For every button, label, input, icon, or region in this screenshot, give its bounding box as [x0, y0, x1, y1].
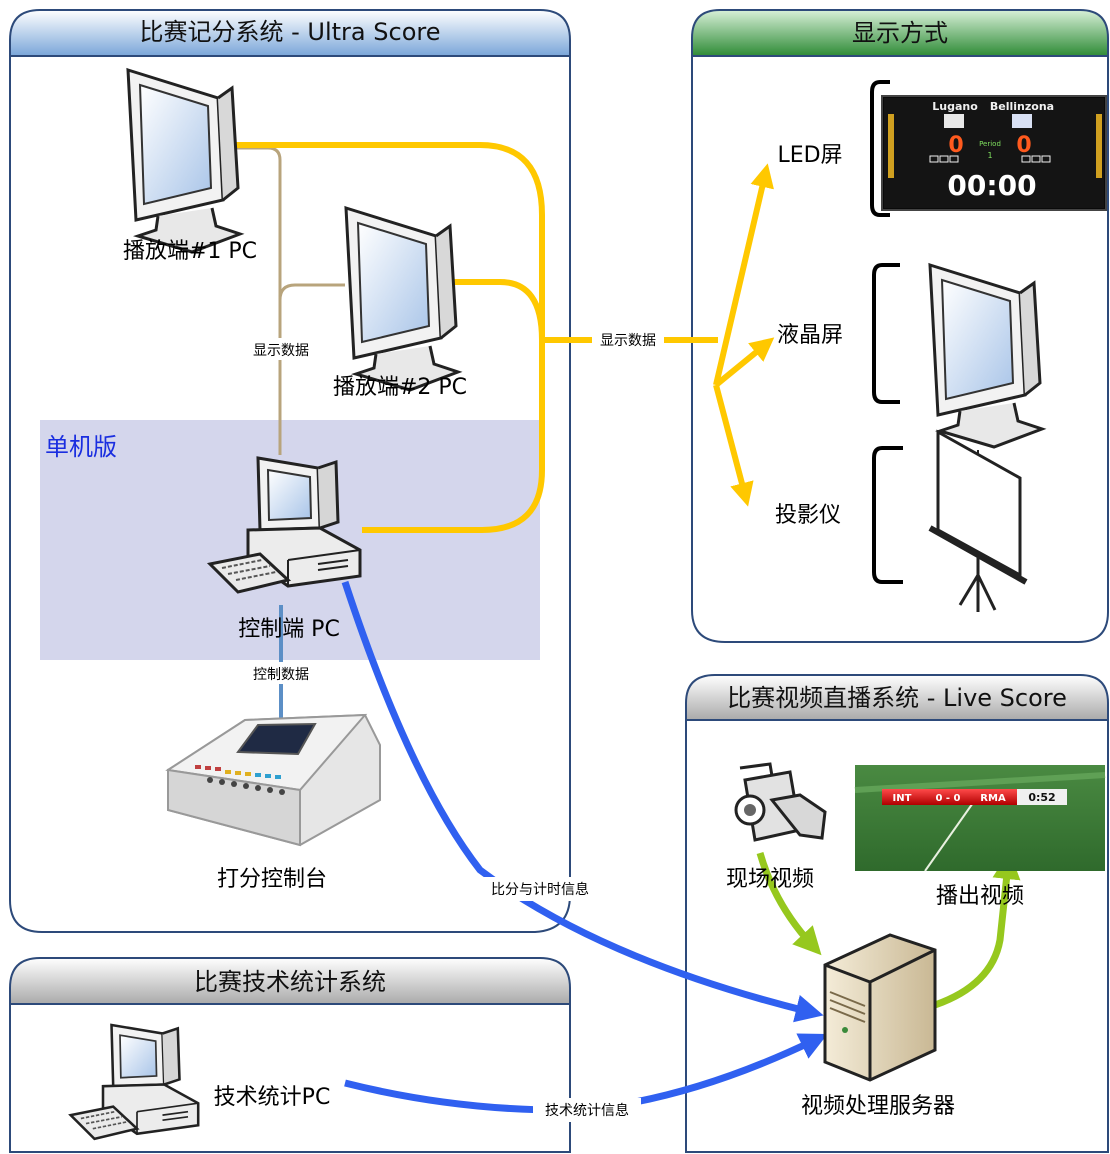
scoreboard-away-score: 0 [1016, 133, 1031, 158]
display-title: 显示方式 [852, 19, 948, 47]
control-data-line: 控制数据 [246, 605, 316, 718]
live-score-panel: 比赛视频直播系统 - Live Score [685, 674, 1109, 1153]
scoreboard-clock: 00:00 [947, 169, 1036, 202]
server-label: 视频处理服务器 [801, 1094, 955, 1119]
bug-away: RMA [980, 793, 1006, 804]
projector-screen-icon [928, 429, 1028, 612]
led-label: LED屏 [777, 143, 842, 168]
live-video-label: 现场视频 [726, 867, 814, 892]
scoreboard-away: Bellinzona [990, 100, 1054, 113]
led-scoreboard: Lugano Bellinzona 0 0 Period 1 00:00 [881, 95, 1107, 211]
broadcast-frame: INT 0 - 0 RMA 0:52 [854, 765, 1106, 872]
score-time-link: 比分与计时信息 [341, 580, 824, 1023]
scoreboard-period: 1 [987, 151, 992, 160]
edge-label-control-data: 控制数据 [253, 667, 309, 683]
output-video-label: 播出视频 [936, 884, 1024, 909]
projector-label: 投影仪 [775, 503, 841, 528]
scoreboard-home: Lugano [932, 100, 978, 113]
video-links [756, 851, 1021, 1009]
live-score-title: 比赛视频直播系统 - Live Score [727, 684, 1067, 712]
edge-label-stats-info: 技术统计信息 [545, 1102, 629, 1119]
player2-label: 播放端#2 PC [333, 375, 467, 400]
ultra-score-title: 比赛记分系统 - Ultra Score [140, 18, 441, 46]
stats-info-link: 技术统计信息 [344, 1033, 828, 1122]
edge-label-display-data-right: 显示数据 [600, 333, 656, 349]
bug-home: INT [893, 793, 912, 804]
display-arrows [713, 163, 775, 507]
player1-label: 播放端#1 PC [123, 239, 257, 264]
server-icon [823, 933, 937, 1082]
standalone-label: 单机版 [45, 433, 117, 461]
tech-stats-title: 比赛技术统计系统 [194, 968, 386, 996]
scoring-console-icon [165, 713, 381, 847]
bug-score: 0 - 0 [935, 793, 960, 804]
console-label: 打分控制台 [217, 867, 327, 892]
projector-bracket [872, 446, 903, 584]
scoreboard-period-label: Period [979, 140, 1001, 148]
stats-pc-label: 技术统计PC [214, 1085, 331, 1110]
lcd-label: 液晶屏 [777, 323, 843, 348]
bug-time: 0:52 [1028, 791, 1055, 804]
edge-label-score-time: 比分与计时信息 [491, 881, 589, 898]
edge-label-display-data-left: 显示数据 [253, 343, 309, 359]
lcd-bracket [872, 263, 900, 404]
video-camera-icon [734, 762, 827, 842]
scoreboard-home-score: 0 [948, 133, 963, 158]
led-bracket [870, 80, 890, 217]
display-data-lines [235, 146, 345, 455]
controller-label: 控制端 PC [238, 617, 340, 642]
